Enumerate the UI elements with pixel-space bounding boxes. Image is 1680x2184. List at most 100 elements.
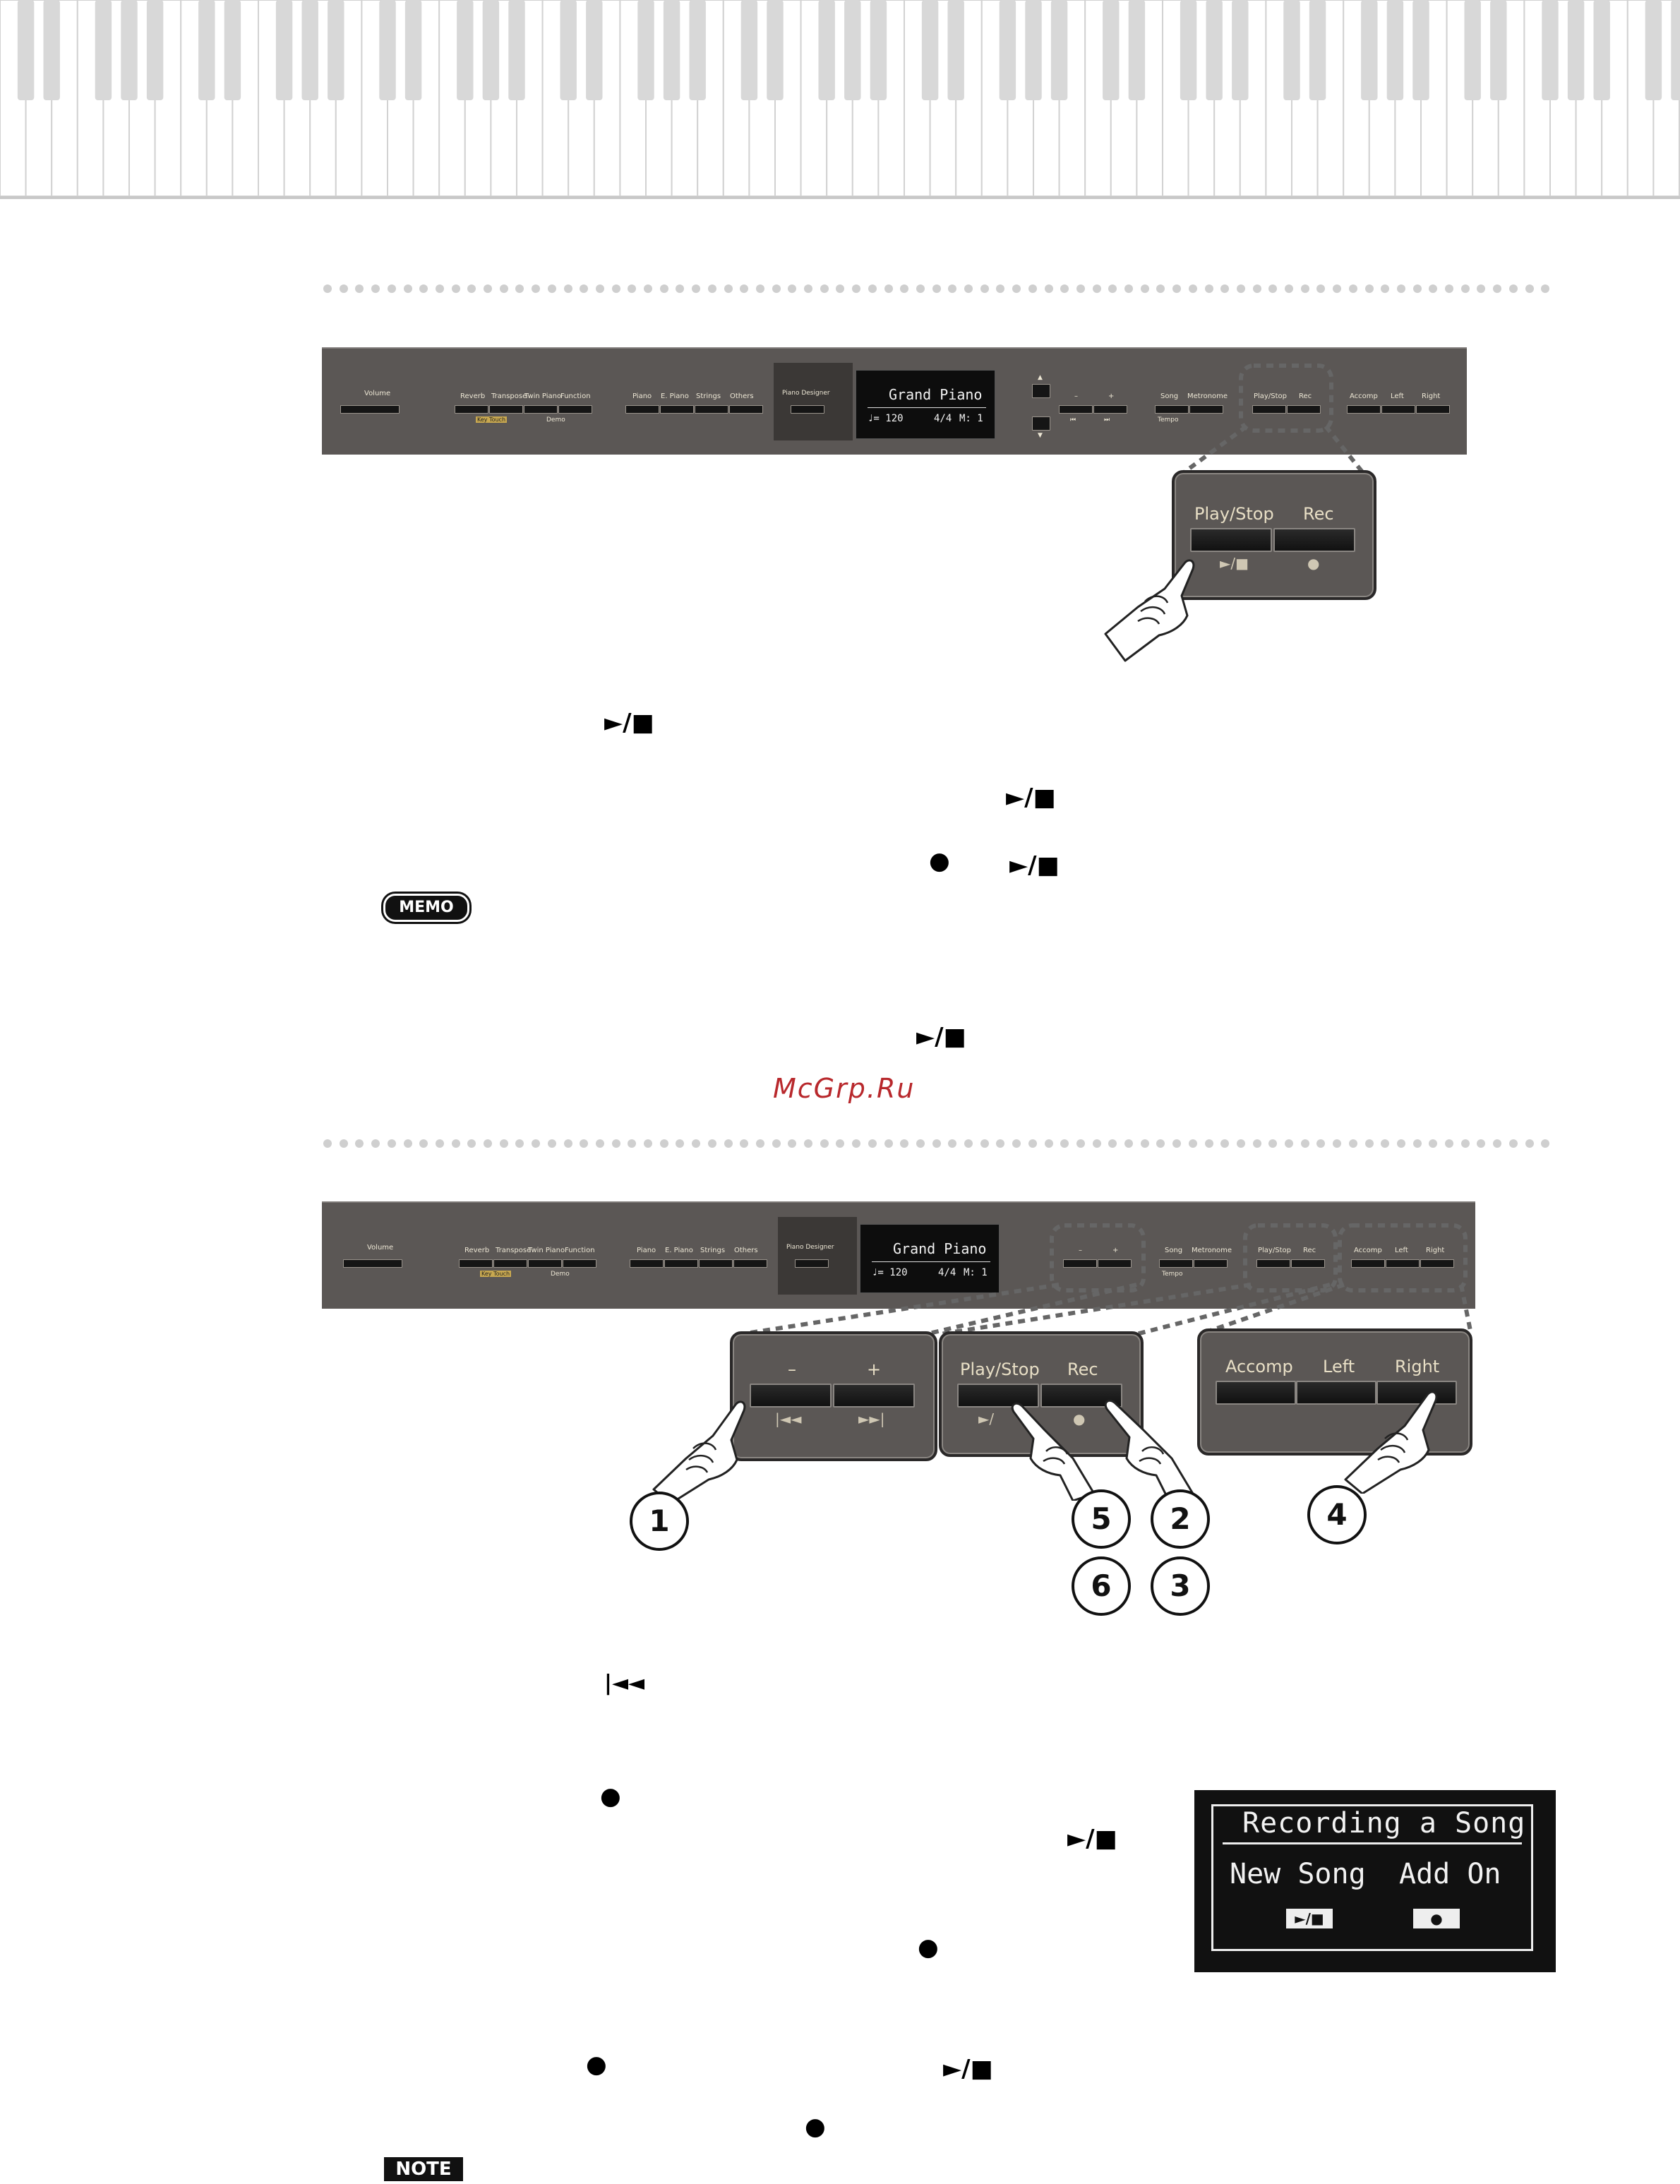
rec-dot-icon: ● (1073, 1410, 1086, 1427)
black-key (947, 0, 964, 100)
rec-dot-icon: ● (918, 1933, 939, 1962)
header-baseline (0, 196, 1680, 199)
divider-dot (820, 1139, 829, 1148)
divider-dot (836, 284, 845, 293)
pressing-hand-illustration (1104, 1399, 1194, 1501)
rec-dot-icon: ● (600, 1782, 621, 1811)
song-label: Song (1165, 1247, 1183, 1254)
black-key (1025, 0, 1042, 100)
others-button (729, 405, 763, 414)
divider-dot (1285, 284, 1293, 293)
divider-dot (1508, 1139, 1518, 1148)
divider-dot (1220, 1139, 1230, 1148)
accomp-label: Accomp (1350, 392, 1378, 400)
divider-dot (964, 284, 973, 293)
divider-dot (836, 1139, 845, 1148)
add-on-key: ● (1413, 1909, 1460, 1928)
black-key (586, 0, 603, 100)
metronome-button (1194, 1259, 1228, 1268)
display-measure: M: 1 (959, 413, 983, 424)
demo-label: Demo (551, 1271, 570, 1278)
divider-dot (1060, 1139, 1069, 1148)
black-key (1103, 0, 1120, 100)
black-key (482, 0, 500, 100)
zoom-plus-button (833, 1384, 915, 1408)
divider-dot (868, 284, 877, 293)
divider-dot (467, 284, 476, 293)
divider-dot (547, 1139, 556, 1148)
divider-dot (387, 284, 396, 293)
song-button (1159, 1259, 1193, 1268)
e-piano-button (664, 1259, 698, 1268)
right-button (1416, 405, 1450, 414)
piano-designer-label: Piano Designer (782, 390, 830, 397)
divider-dot (676, 1139, 685, 1148)
lcd-display: Grand Piano ♩= 120 4/4 M: 1 (856, 370, 995, 439)
divider-dot (1188, 1139, 1197, 1148)
divider-dot (451, 284, 460, 293)
strings-label: Strings (696, 392, 721, 400)
black-key (1361, 0, 1378, 100)
lcd-display: Grand Piano ♩= 120 4/4 M: 1 (860, 1224, 1000, 1293)
others-label: Others (730, 392, 754, 400)
divider-dot (948, 284, 957, 293)
e-piano-label: E. Piano (661, 392, 689, 400)
divider-dot (1508, 284, 1518, 293)
divider-dot (484, 284, 492, 293)
divider-dot (1348, 284, 1357, 293)
divider-dot (932, 1139, 941, 1148)
fast-forward-icon: ⏭ (1104, 416, 1110, 424)
reverb-button (459, 1259, 493, 1268)
divider-dot (772, 1139, 781, 1148)
black-key (95, 0, 112, 100)
recording-screen-title: Recording a Song (1242, 1807, 1526, 1840)
black-key (663, 0, 680, 100)
minus-label: – (1074, 392, 1078, 400)
divider-dot (900, 1139, 909, 1148)
zoom-play-stop-label: Play/Stop (960, 1360, 1040, 1379)
divider-dot (1172, 1139, 1182, 1148)
metronome-label: Metronome (1187, 392, 1228, 400)
strings-button (699, 1259, 733, 1268)
e-piano-button (660, 405, 694, 414)
play-stop-button (1252, 405, 1286, 414)
black-key (328, 0, 344, 100)
display-divider (868, 407, 986, 408)
step-number-4: 4 (1307, 1485, 1367, 1544)
rec-dot-icon: ● (1307, 555, 1320, 572)
zoom-right-button (1376, 1381, 1457, 1405)
metronome-label: Metronome (1192, 1247, 1232, 1254)
play-stop-icon: ►/■ (1067, 1825, 1117, 1853)
watermark: McGrp.Ru (773, 1073, 916, 1104)
divider-dot (532, 284, 541, 293)
fast-forward-icon: ►►| (858, 1410, 885, 1427)
divider-dot (916, 284, 925, 293)
divider-dot (1445, 1139, 1453, 1148)
zoom-minus-label: – (788, 1360, 796, 1379)
divider-dot (628, 1139, 637, 1148)
right-label: Right (1422, 392, 1441, 400)
divider-dot (371, 1139, 380, 1148)
divider-dot (1396, 1139, 1405, 1148)
divider-dot (419, 1139, 428, 1148)
play-stop-icon: ►/■ (943, 2055, 993, 2083)
divider-dot (1381, 284, 1390, 293)
divider-dot (403, 1139, 412, 1148)
song-button (1155, 405, 1189, 414)
divider-dot (1236, 1139, 1245, 1148)
divider-dot (611, 284, 620, 293)
play-stop-rec-zoom: Play/Stop Rec ►/■ ● (1172, 470, 1376, 600)
note-badge: NOTE (384, 2157, 463, 2181)
twin-piano-button (528, 1259, 562, 1268)
divider-dot (980, 284, 989, 293)
strings-label: Strings (700, 1247, 726, 1254)
memo-badge: MEMO (383, 894, 469, 922)
divider-dot (755, 1139, 764, 1148)
left-label: Left (1395, 1247, 1408, 1254)
black-key (689, 0, 706, 100)
zoom-accomp-label: Accomp (1225, 1357, 1293, 1376)
accomp-left-right-zoom: Accomp Left Right (1197, 1328, 1472, 1456)
zoom-rec-label: Rec (1067, 1360, 1098, 1379)
left-button (1381, 405, 1415, 414)
divider-dot (852, 284, 861, 293)
